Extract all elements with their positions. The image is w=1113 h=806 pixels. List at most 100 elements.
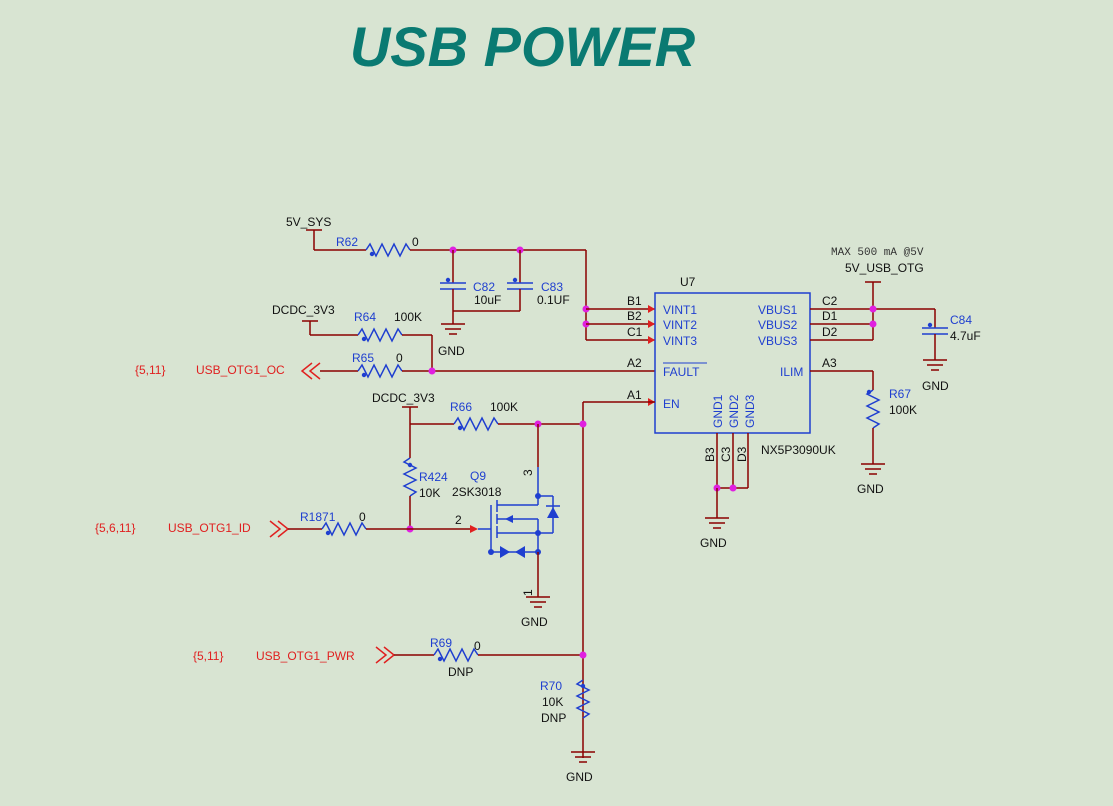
r424-value: 10K	[419, 486, 440, 500]
c82-value: 10uF	[474, 293, 501, 307]
resistor-r65[interactable]: R65 0	[352, 351, 403, 379]
r66-ref: R66	[450, 400, 472, 414]
pin-d2-num: D2	[822, 325, 838, 339]
r65-ref: R65	[352, 351, 374, 365]
pin-a3-num: A3	[822, 356, 837, 370]
note-max-current: MAX 500 mA @5V	[831, 247, 924, 259]
r69-value: 0	[474, 639, 481, 653]
pin-a1-num: A1	[627, 388, 642, 402]
r66-value: 100K	[490, 400, 518, 414]
gnd-symbol-c84: GND	[922, 359, 949, 393]
pin-b3-num: B3	[703, 447, 717, 462]
resistor-r1871[interactable]: R1871 0	[300, 510, 367, 537]
r64-ref: R64	[354, 310, 376, 324]
capacitor-c83[interactable]: C83 0.1UF	[507, 250, 570, 311]
resistor-r70[interactable]: R70 10K DNP	[540, 679, 591, 725]
pin-vint2-name: VINT2	[663, 318, 697, 332]
pin-en-name: EN	[663, 397, 680, 411]
capacitor-c82[interactable]: C82 10uF	[440, 250, 501, 324]
q9-pin-drain: 3	[521, 469, 535, 476]
r70-ref: R70	[540, 679, 562, 693]
r1871-value: 0	[359, 510, 366, 524]
net-label-5v-sys: 5V_SYS	[286, 215, 331, 229]
pin-vint1-name: VINT1	[663, 303, 697, 317]
net-dcdc-3v3-top: DCDC_3V3	[272, 303, 358, 336]
r67-value: 100K	[889, 403, 917, 417]
pin-gnd1-name: GND1	[711, 394, 725, 428]
gnd-symbol-q9: GND	[521, 596, 550, 629]
port-oc-ref: {5,11}	[135, 363, 165, 377]
pin-gnd3-name: GND3	[743, 394, 757, 428]
pin-vbus1-name: VBUS1	[758, 303, 798, 317]
q9-pin-source: 1	[521, 589, 535, 596]
net-label-dcdc-3v3: DCDC_3V3	[272, 303, 335, 317]
r62-ref: R62	[336, 235, 358, 249]
gnd-label: GND	[857, 482, 884, 496]
pin-a2-num: A2	[627, 356, 642, 370]
resistor-r62[interactable]: R62 0	[336, 235, 419, 258]
resistor-r424[interactable]: R424 10K	[402, 457, 448, 500]
u7-ref: U7	[680, 275, 696, 289]
pin-vbus2-name: VBUS2	[758, 318, 798, 332]
gnd-symbol-r67: GND	[857, 463, 885, 496]
c83-value: 0.1UF	[537, 293, 570, 307]
pin-gnd2-name: GND2	[727, 394, 741, 428]
net-label-dcdc-3v3: DCDC_3V3	[372, 391, 435, 405]
gnd-symbol-c82: GND	[438, 323, 465, 358]
pin-b1-num: B1	[627, 294, 642, 308]
c83-ref: C83	[541, 280, 563, 294]
resistor-r64[interactable]: R64 100K	[354, 310, 422, 343]
port-pwr-ref: {5,11}	[193, 649, 223, 663]
port-usb-otg1-oc[interactable]: {5,11} USB_OTG1_OC	[135, 362, 358, 380]
u7-part: NX5P3090UK	[761, 443, 836, 457]
port-usb-otg1-id[interactable]: {5,6,11} USB_OTG1_ID	[95, 520, 322, 538]
resistor-r67[interactable]: R67 100K	[865, 387, 917, 429]
c84-ref: C84	[950, 313, 972, 327]
port-usb-otg1-pwr[interactable]: {5,11} USB_OTG1_PWR	[193, 646, 434, 664]
port-pwr-name: USB_OTG1_PWR	[256, 649, 355, 663]
net-dcdc-3v3-bottom: DCDC_3V3	[372, 391, 435, 458]
ic-u7[interactable]: U7 NX5P3090UK B1 VINT1 B2 VINT2 C1 VINT3…	[627, 275, 838, 462]
r67-ref: R67	[889, 387, 911, 401]
net-5v-sys: 5V_SYS	[286, 215, 366, 251]
capacitor-c84[interactable]: C84 4.7uF	[922, 309, 981, 360]
gnd-label: GND	[438, 344, 465, 358]
gnd-label: GND	[700, 536, 727, 550]
port-id-ref: {5,6,11}	[95, 521, 136, 535]
c82-ref: C82	[473, 280, 495, 294]
resistor-r69[interactable]: R69 0 DNP	[430, 636, 481, 679]
q9-value: 2SK3018	[452, 485, 502, 499]
r1871-ref: R1871	[300, 510, 336, 524]
r65-value: 0	[396, 351, 403, 365]
r69-note: DNP	[448, 665, 473, 679]
pin-c3-num: C3	[719, 446, 733, 462]
r64-value: 100K	[394, 310, 422, 324]
net-label-5v-usb-otg: 5V_USB_OTG	[845, 261, 924, 275]
page-title: USB POWER	[349, 15, 696, 78]
r69-ref: R69	[430, 636, 452, 650]
r424-ref: R424	[419, 470, 448, 484]
gnd-symbol-r70: GND	[566, 751, 595, 784]
r70-note: DNP	[541, 711, 566, 725]
c84-value: 4.7uF	[950, 329, 981, 343]
pin-b2-num: B2	[627, 309, 642, 323]
pin-c2-num: C2	[822, 294, 838, 308]
resistor-r66[interactable]: R66 100K	[450, 400, 518, 432]
mosfet-q9[interactable]: Q9 2SK3018 2 3 1	[452, 424, 560, 597]
r70-value: 10K	[542, 695, 563, 709]
gnd-label: GND	[521, 615, 548, 629]
r62-value: 0	[412, 235, 419, 249]
gnd-label: GND	[566, 770, 593, 784]
port-oc-name: USB_OTG1_OC	[196, 363, 285, 377]
pin-vbus3-name: VBUS3	[758, 334, 798, 348]
pin-vint3-name: VINT3	[663, 334, 697, 348]
q9-pin-gate: 2	[455, 513, 462, 527]
pin-fault-name: FAULT	[663, 365, 700, 379]
pin-d3-num: D3	[735, 446, 749, 462]
pin-ilim-name: ILIM	[780, 365, 803, 379]
pin-d1-num: D1	[822, 309, 838, 323]
q9-ref: Q9	[470, 469, 486, 483]
gnd-symbol-u7: GND	[700, 517, 729, 550]
